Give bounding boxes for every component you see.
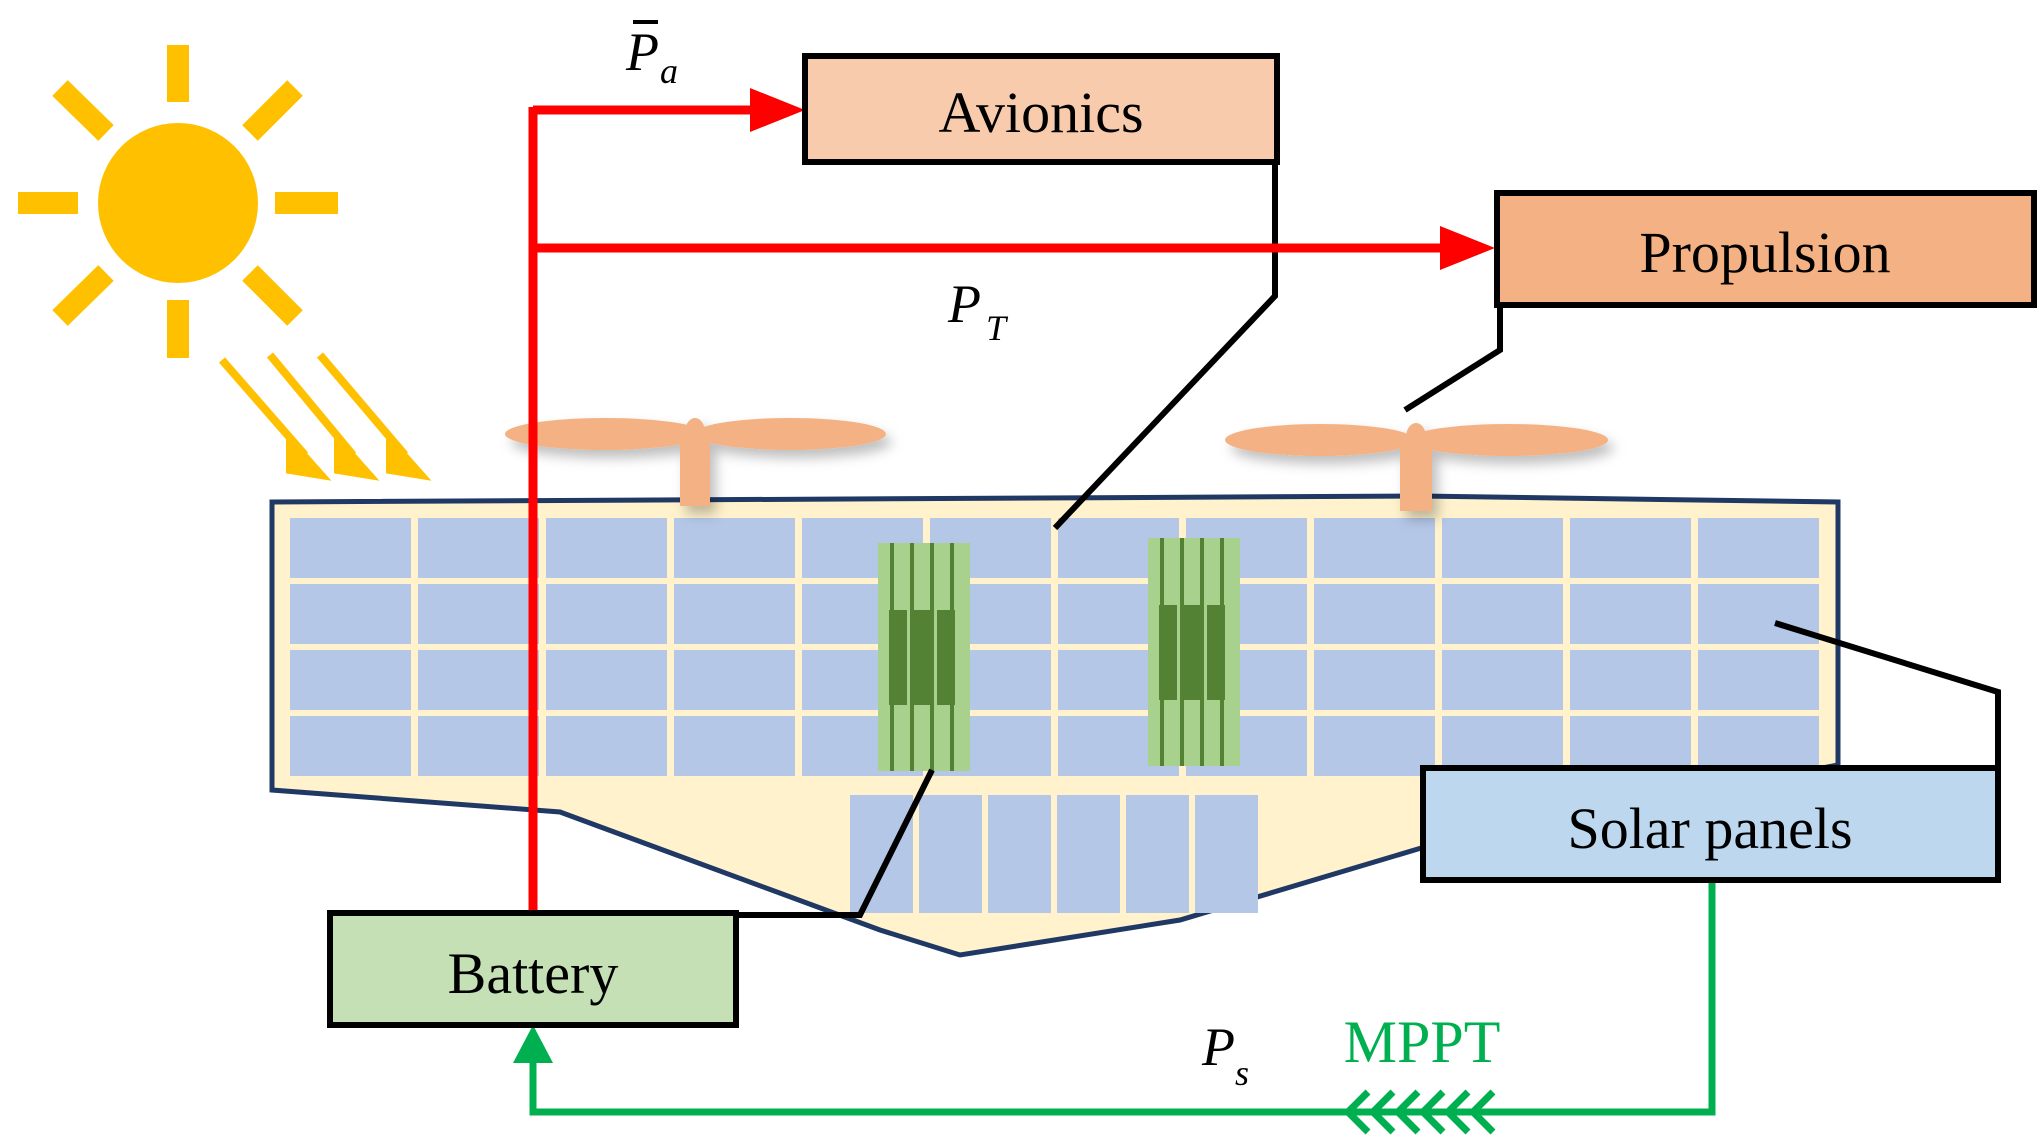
solar-cell bbox=[1442, 650, 1563, 710]
svg-text:P: P bbox=[625, 22, 659, 82]
solar-cell bbox=[1314, 518, 1435, 578]
solar-cell bbox=[1314, 650, 1435, 710]
propulsion-label: Propulsion bbox=[1639, 220, 1890, 285]
propulsion-leader-line bbox=[1403, 305, 1503, 413]
mppt-chevrons-icon bbox=[1343, 1089, 1496, 1135]
solar-cell bbox=[1570, 650, 1691, 710]
solar-cell bbox=[1195, 795, 1258, 913]
p-a-label: P a bbox=[625, 20, 678, 91]
solar-cell bbox=[919, 795, 982, 913]
battery-box: Battery bbox=[327, 910, 739, 1028]
propeller-left-icon bbox=[505, 418, 886, 506]
solar-leader-line bbox=[1774, 620, 2001, 768]
solar-cell bbox=[290, 716, 411, 776]
svg-text:P: P bbox=[1201, 1017, 1235, 1077]
p-t-label: P T bbox=[947, 274, 1009, 348]
leader-lines bbox=[736, 162, 2001, 918]
svg-text:s: s bbox=[1235, 1053, 1249, 1093]
solar-cell bbox=[1442, 584, 1563, 644]
solar-cell bbox=[850, 795, 913, 913]
solar-cell bbox=[418, 584, 539, 644]
solar-cell bbox=[1570, 584, 1691, 644]
red-power-lines bbox=[528, 105, 1445, 910]
avionics-arrow-icon bbox=[750, 88, 805, 132]
solar-cell bbox=[674, 716, 795, 776]
battery-leader-line bbox=[736, 768, 935, 918]
solar-cell bbox=[1314, 584, 1435, 644]
solar-cell bbox=[418, 716, 539, 776]
solar-cell bbox=[674, 650, 795, 710]
solar-cell bbox=[1314, 716, 1435, 776]
solar-cell bbox=[1057, 795, 1120, 913]
battery-pack-right bbox=[1148, 538, 1240, 766]
sun-icon bbox=[18, 45, 338, 358]
propulsion-arrow-icon bbox=[1440, 226, 1495, 270]
solar-cell bbox=[674, 518, 795, 578]
battery-label: Battery bbox=[448, 941, 619, 1006]
solar-cell bbox=[1698, 584, 1819, 644]
battery-pack-left bbox=[878, 543, 970, 771]
svg-text:P: P bbox=[947, 274, 981, 334]
solar-cell bbox=[988, 795, 1051, 913]
solar-cell bbox=[1442, 518, 1563, 578]
p-s-label: P s bbox=[1201, 1017, 1249, 1093]
aircraft-wing bbox=[269, 493, 1841, 958]
svg-text:T: T bbox=[986, 308, 1009, 348]
solar-cell bbox=[546, 518, 667, 578]
solar-panels-box: Solar panels bbox=[1420, 765, 2001, 883]
solar-cell bbox=[1570, 518, 1691, 578]
solar-cell bbox=[674, 584, 795, 644]
solar-cell bbox=[290, 650, 411, 710]
solar-cell bbox=[1698, 650, 1819, 710]
solar-cell bbox=[546, 584, 667, 644]
mppt-label: MPPT bbox=[1344, 1009, 1501, 1075]
solar-cell bbox=[418, 650, 539, 710]
solar-panels-label: Solar panels bbox=[1567, 796, 1852, 861]
svg-text:a: a bbox=[660, 51, 678, 91]
solar-cell bbox=[1698, 518, 1819, 578]
lower-panel-cells bbox=[850, 795, 1258, 913]
solar-cell bbox=[546, 650, 667, 710]
avionics-leader-line bbox=[1052, 162, 1278, 531]
solar-cell bbox=[546, 716, 667, 776]
propulsion-box: Propulsion bbox=[1494, 190, 2037, 308]
solar-cell bbox=[1126, 795, 1189, 913]
avionics-label: Avionics bbox=[938, 80, 1143, 145]
green-solar-line bbox=[529, 883, 1716, 1116]
solar-cell bbox=[290, 518, 411, 578]
sun-rays-icon bbox=[218, 352, 432, 481]
solar-cell bbox=[290, 584, 411, 644]
solar-cell bbox=[418, 518, 539, 578]
propeller-right-icon bbox=[1225, 423, 1608, 511]
battery-arrow-icon bbox=[513, 1025, 553, 1063]
avionics-box: Avionics bbox=[802, 53, 1280, 165]
